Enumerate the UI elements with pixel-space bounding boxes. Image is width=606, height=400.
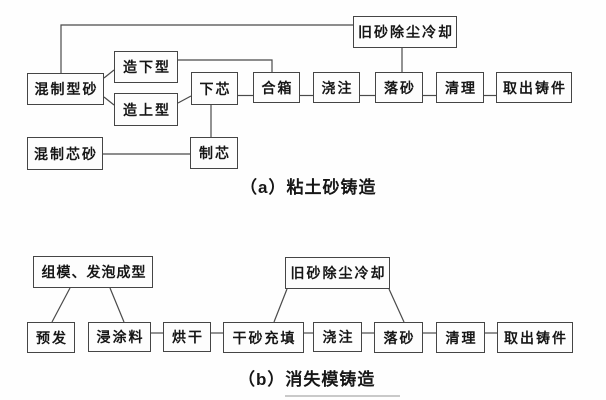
- flow-node-pre-expand: 预发: [27, 322, 75, 353]
- flow-node-set-core: 下芯: [191, 72, 238, 105]
- flow-node-mix-molding-sand: 混制型砂: [27, 73, 104, 105]
- caption-clay-sand-casting: （a）粘土砂铸造: [240, 178, 377, 197]
- connector-oldsand-to-drysand: [273, 288, 288, 323]
- flow-node-dip-coating: 浸涂料: [88, 322, 151, 352]
- connector-oldsand-to-shakeout-b: [388, 288, 405, 323]
- connector-mixsand-to-lowermold: [103, 69, 115, 79]
- flow-node-drying: 烘干: [163, 322, 211, 352]
- flow-node-remove-casting-b: 取出铸件: [497, 322, 573, 353]
- flow-node-make-lower-mold: 造下型: [114, 51, 178, 83]
- flow-node-old-sand-dedust-cool-b: 旧砂除尘冷却: [285, 257, 390, 289]
- flow-node-shakeout-b: 落砂: [374, 322, 423, 353]
- flow-node-old-sand-dedust-cool-a: 旧砂除尘冷却: [353, 16, 457, 48]
- flow-node-cleaning-a: 清理: [436, 72, 484, 103]
- connector-mixsand-to-oldsand: [60, 24, 353, 73]
- connector-lowermold-to-closeflask: [178, 59, 273, 72]
- flow-node-shakeout-a: 落砂: [375, 72, 423, 103]
- flow-node-cleaning-b: 清理: [436, 322, 485, 353]
- cropped-bottom-bar: [285, 395, 400, 397]
- flow-node-assemble-foam-molding: 组模、发泡成型: [33, 256, 153, 288]
- flow-node-make-upper-mold: 造上型: [114, 93, 178, 126]
- connector-uppermold-to-setcore: [177, 95, 192, 104]
- connector-mixsand-to-uppermold: [103, 96, 115, 106]
- flow-node-pouring-a: 浇注: [313, 72, 360, 103]
- connector-assemble-to-preexpand: [51, 287, 71, 323]
- flow-node-make-core: 制芯: [190, 137, 238, 169]
- flow-node-close-flask: 合箱: [253, 72, 300, 103]
- caption-lost-foam-casting: （b）消失模铸造: [238, 370, 376, 389]
- flow-node-dry-sand-filling: 干砂充填: [223, 322, 304, 353]
- flow-node-remove-casting-a: 取出铸件: [496, 72, 572, 103]
- flow-node-pouring-b: 浇注: [313, 322, 362, 352]
- connector-assemble-to-dipcoating: [109, 287, 125, 323]
- flow-node-mix-core-sand: 混制芯砂: [27, 137, 103, 170]
